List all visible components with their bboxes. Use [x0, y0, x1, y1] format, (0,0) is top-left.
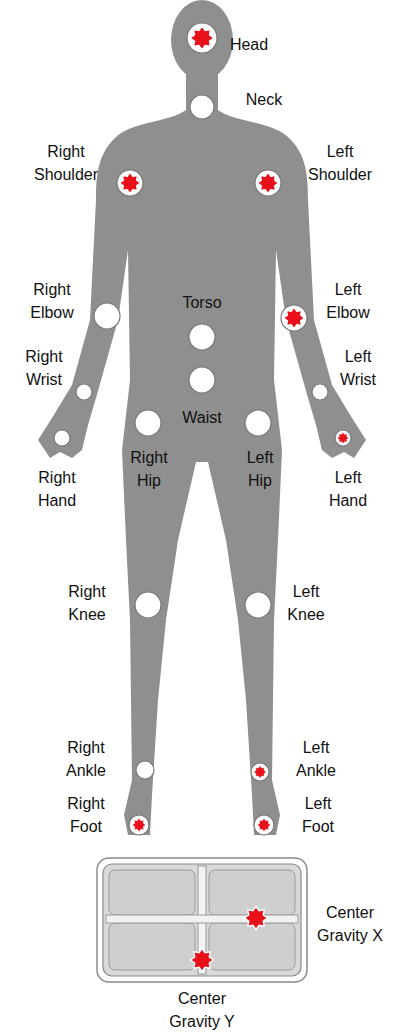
joint-label: Center Gravity Y: [164, 987, 240, 1033]
balance-plate: [97, 858, 307, 982]
joint-label: Head: [230, 33, 268, 56]
joint-label: Left Wrist: [328, 345, 388, 391]
joint-label: Waist: [182, 406, 221, 429]
joint-label: Torso: [182, 291, 221, 314]
joint-label: Right Knee: [57, 580, 117, 626]
joint-label: Right Elbow: [22, 278, 82, 324]
body-silhouette: [38, 110, 366, 835]
joint-label: Left Hand: [318, 466, 378, 512]
joint-label: Center Gravity X: [312, 901, 388, 947]
joint-label: Right Foot: [56, 792, 116, 838]
joint-label: Left Foot: [288, 792, 348, 838]
joint-label: Left Elbow: [318, 278, 378, 324]
joint-label: Neck: [246, 88, 282, 111]
joint-label: Left Hip: [235, 446, 285, 492]
active-markers: [120, 26, 350, 832]
neck-shape: [186, 68, 218, 118]
joint-label: Right Hip: [124, 446, 174, 492]
joint-label: Right Shoulder: [30, 140, 102, 186]
joint-label: Left Knee: [276, 580, 336, 626]
sensor-points: [54, 23, 351, 835]
joint-label: Right Wrist: [14, 345, 74, 391]
joint-label: Right Ankle: [53, 736, 119, 782]
joint-label: Left Ankle: [283, 736, 349, 782]
joint-label: Right Hand: [27, 466, 87, 512]
joint-label: Left Shoulder: [304, 140, 376, 186]
